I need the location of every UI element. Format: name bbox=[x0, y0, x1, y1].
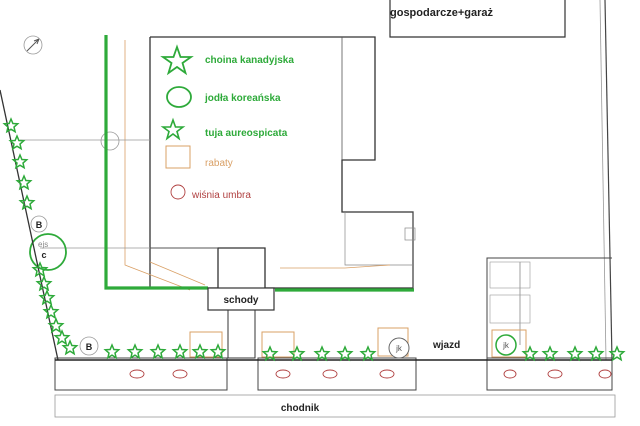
thuja-star-icon bbox=[288, 345, 306, 362]
thuja-star-icon bbox=[126, 343, 144, 360]
thuja-star-icon bbox=[103, 343, 121, 360]
tree-b1-icon bbox=[30, 215, 48, 233]
thuja-star-icon bbox=[61, 339, 79, 356]
sidewalk: chodnik bbox=[54, 394, 616, 418]
tree-b2-label: B bbox=[86, 342, 93, 352]
thuja-star-icon bbox=[521, 345, 539, 362]
outbuilding-label: gospodarcze+garaż bbox=[390, 7, 494, 19]
thuja-star-icon bbox=[608, 345, 626, 362]
tree-b2-icon bbox=[79, 336, 99, 356]
thuja-star-icon bbox=[359, 345, 377, 362]
thuja-row bbox=[2, 117, 626, 362]
korean-fir-icon bbox=[29, 233, 67, 271]
tree-jk2-icon bbox=[495, 334, 517, 356]
thuja-star-icon bbox=[587, 345, 605, 362]
thuja-star-icon bbox=[15, 174, 33, 191]
thuja-star-icon bbox=[566, 345, 584, 362]
east-boundary bbox=[604, 0, 613, 361]
thuja-star-icon bbox=[47, 317, 65, 334]
thuja-star-icon bbox=[38, 289, 56, 306]
driveway-label: wjazd bbox=[432, 340, 460, 351]
stairs: schody bbox=[207, 287, 275, 359]
thuja-star-icon bbox=[31, 261, 49, 278]
sidewalk-label: chodnik bbox=[281, 403, 320, 414]
small-circle-icon bbox=[170, 184, 186, 200]
circle-icon bbox=[166, 86, 192, 108]
thuja-star-icon bbox=[191, 343, 209, 360]
cherry-trees bbox=[129, 369, 612, 379]
tree-jk1-icon bbox=[388, 337, 410, 359]
legend-label-4: wiśnia umbra bbox=[191, 190, 251, 201]
stairs-label: schody bbox=[223, 295, 258, 306]
outbuilding: gospodarcze+garaż bbox=[389, 0, 566, 38]
compass-icon bbox=[23, 35, 43, 55]
tree-ejs-label: ejs bbox=[38, 240, 48, 249]
tree-jk2-label: jk bbox=[502, 341, 510, 350]
front-beds bbox=[54, 357, 613, 391]
thuja-star-icon bbox=[336, 345, 354, 362]
thuja-star-icon bbox=[2, 117, 20, 134]
legend: choina kanadyjska jodła koreańska tuja a… bbox=[160, 44, 294, 201]
legend-label-0: choina kanadyjska bbox=[205, 55, 294, 66]
thuja-star-icon bbox=[8, 134, 26, 151]
thuja-star-icon bbox=[149, 343, 167, 360]
square-icon bbox=[165, 145, 191, 169]
flower-beds bbox=[189, 327, 527, 358]
west-boundary bbox=[0, 89, 59, 361]
driveway-building bbox=[486, 257, 612, 360]
legend-label-1: jodła koreańska bbox=[204, 93, 281, 104]
tree-b1-label: B bbox=[36, 220, 43, 230]
thuja-star-icon bbox=[541, 345, 559, 362]
thuja-star-icon bbox=[261, 345, 279, 362]
hedge-line bbox=[104, 35, 208, 290]
star-icon bbox=[160, 44, 194, 76]
thuja-star-icon bbox=[18, 194, 36, 211]
tree-jk1-label: jk bbox=[395, 344, 403, 353]
thuja-star-icon bbox=[313, 345, 331, 362]
thuja-star-icon bbox=[209, 343, 227, 360]
small-star-icon bbox=[160, 117, 186, 141]
thuja-star-icon bbox=[53, 329, 71, 346]
legend-label-3: rabaty bbox=[205, 158, 233, 169]
thuja-star-icon bbox=[42, 303, 60, 320]
thuja-star-icon bbox=[11, 153, 29, 170]
thuja-star-icon bbox=[171, 343, 189, 360]
thuja-star-icon bbox=[35, 275, 53, 292]
legend-label-2: tuja aureospicata bbox=[205, 128, 288, 139]
tree-c-label: c bbox=[41, 250, 46, 260]
